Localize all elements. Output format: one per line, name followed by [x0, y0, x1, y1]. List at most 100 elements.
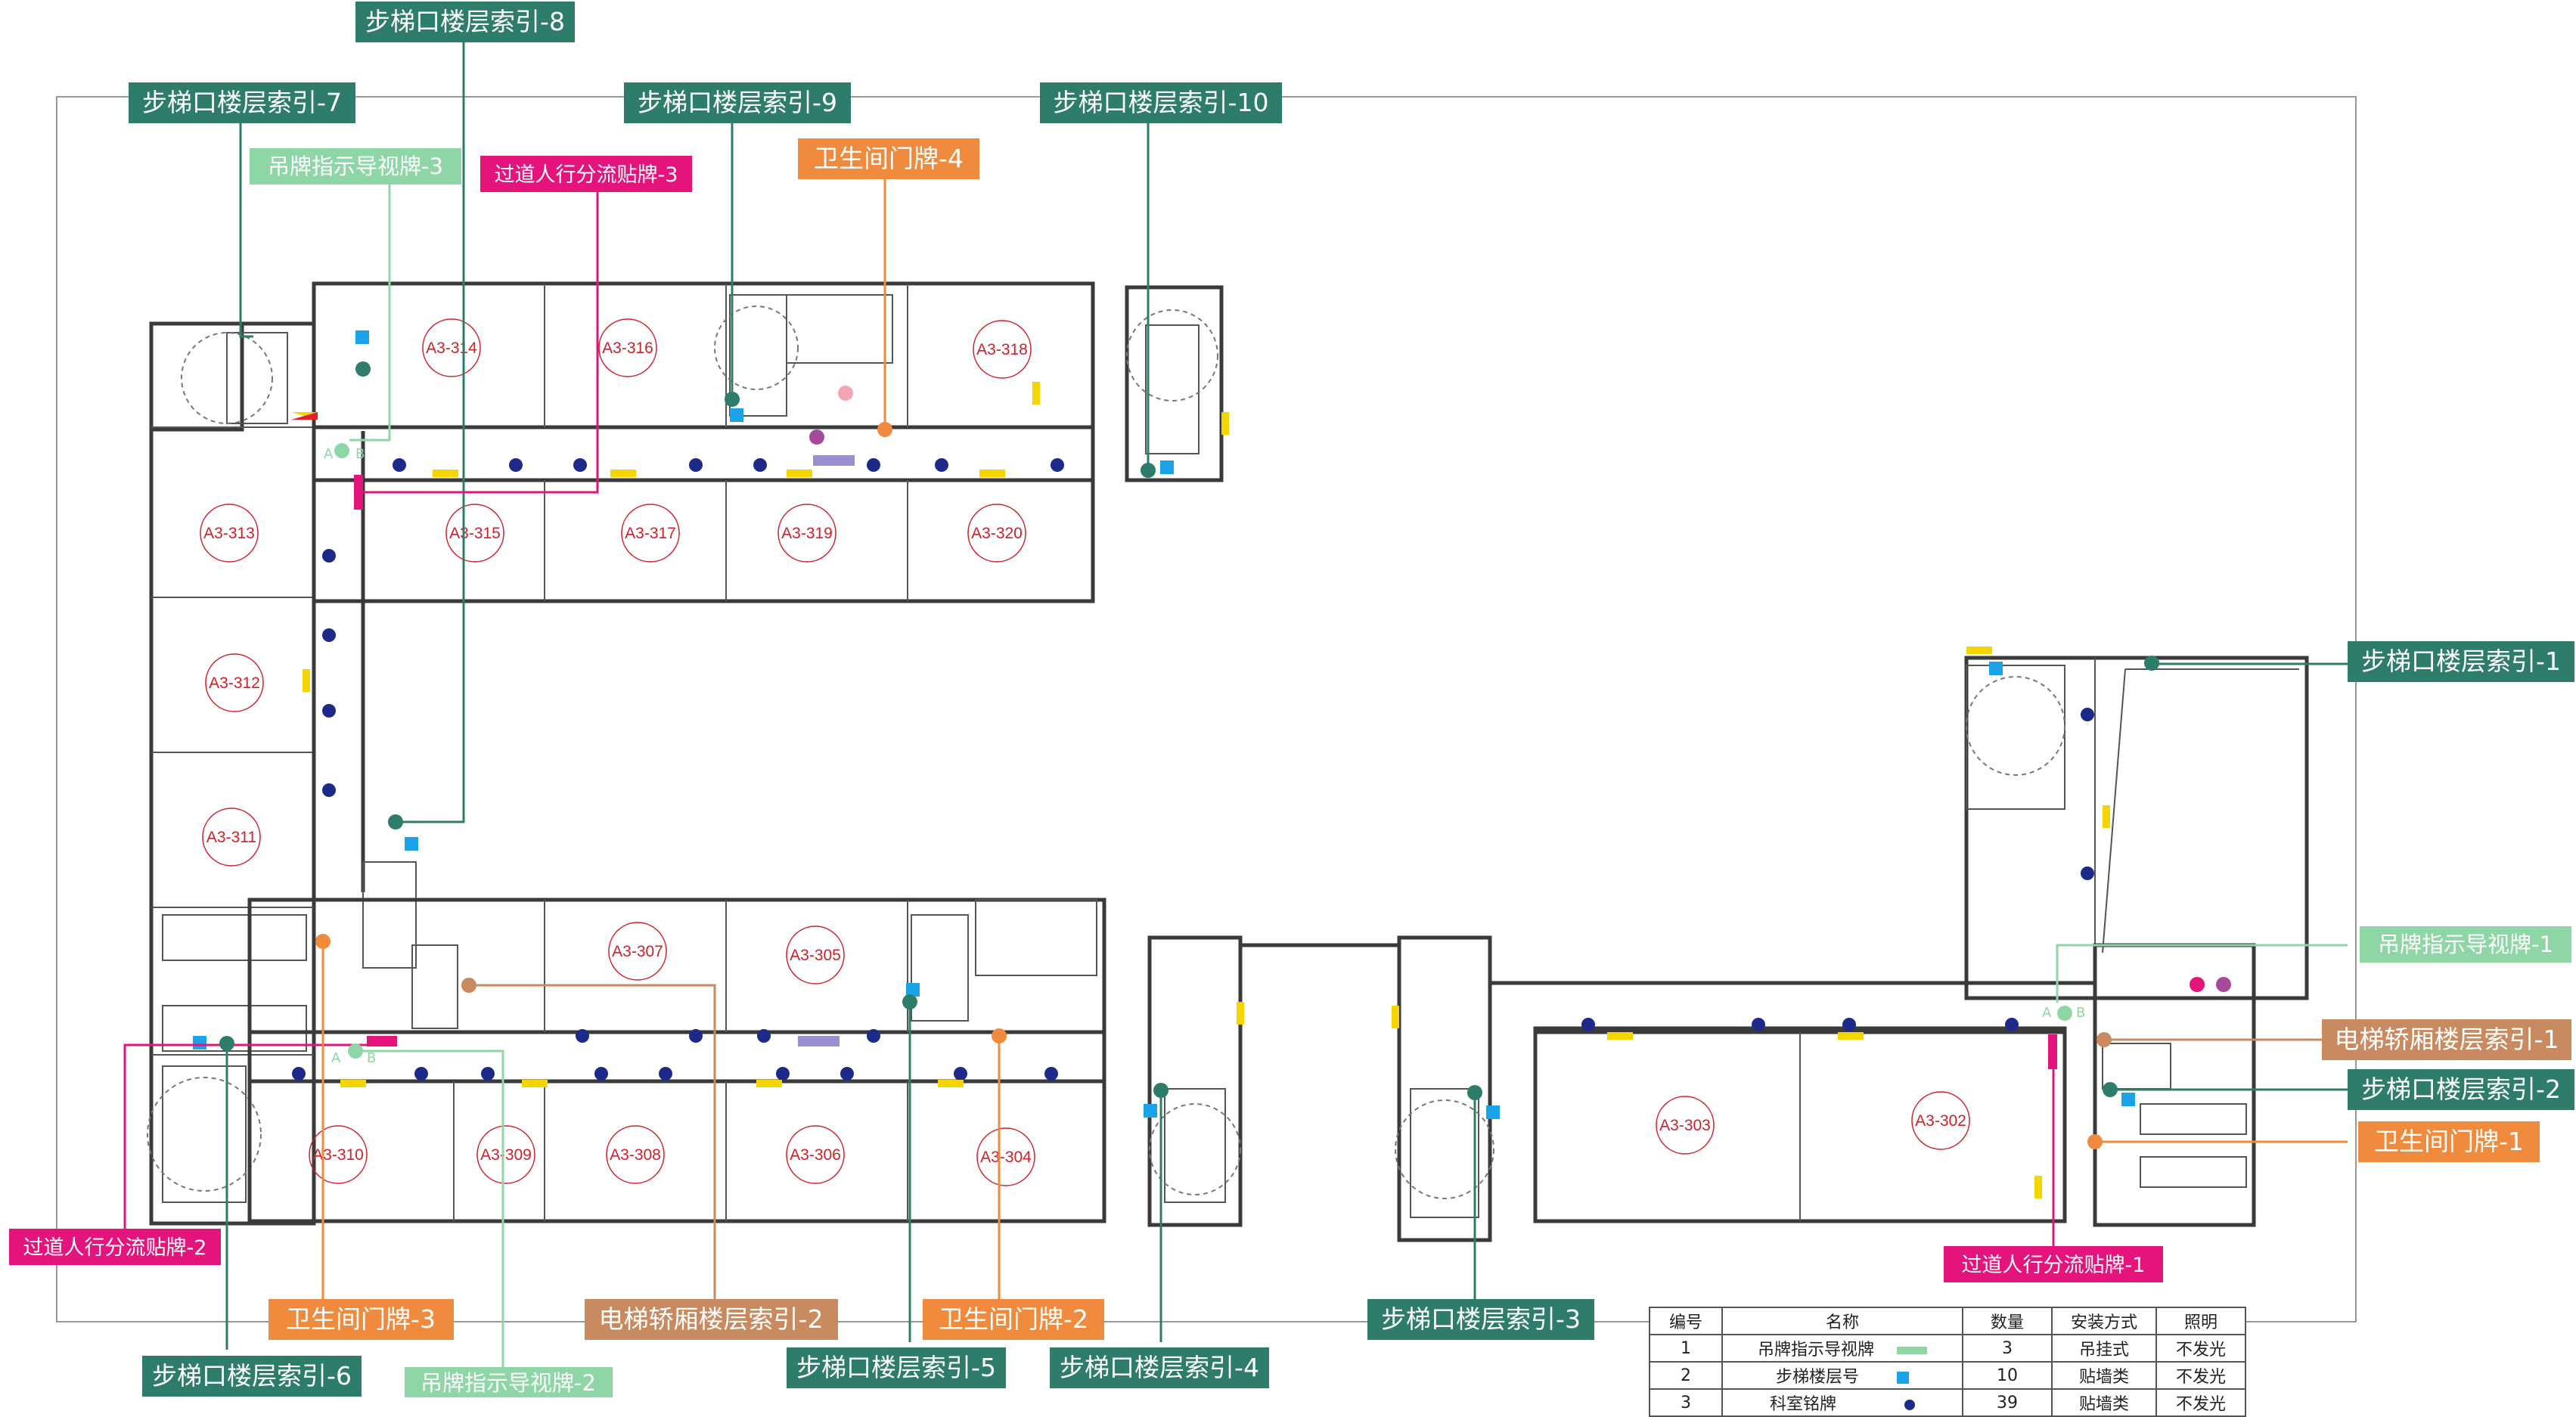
- svg-text:B: B: [367, 1050, 376, 1066]
- legend-name-cell: 吊牌指示导视牌: [1721, 1334, 1963, 1363]
- room-a3-313: A3-313: [200, 504, 259, 563]
- legend-no: 3: [1649, 1388, 1723, 1417]
- right-wing: [1147, 656, 2309, 1242]
- svg-text:A3-313: A3-313: [203, 525, 255, 542]
- svg-text:吊牌指示导视牌-1: 吊牌指示导视牌-1: [2378, 932, 2553, 957]
- svg-text:卫生间门牌-4: 卫生间门牌-4: [814, 144, 964, 173]
- svg-text:步梯口楼层索引-2: 步梯口楼层索引-2: [2361, 1074, 2561, 1104]
- tag-stair-6: 步梯口楼层索引-6: [142, 1356, 362, 1397]
- room-a3-308: A3-308: [606, 1125, 665, 1184]
- legend-name-cell: 科室铭牌: [1721, 1388, 1963, 1417]
- svg-text:A3-312: A3-312: [209, 674, 260, 692]
- tag-stair-8: 步梯口楼层索引-8: [355, 2, 575, 42]
- tag-stair-9: 步梯口楼层索引-9: [624, 82, 851, 123]
- room-a3-310: A3-310: [309, 1125, 368, 1184]
- svg-text:A3-314: A3-314: [426, 340, 477, 357]
- room-a3-311: A3-311: [202, 808, 261, 867]
- svg-text:A: A: [324, 446, 334, 462]
- svg-text:步梯口楼层索引-10: 步梯口楼层索引-10: [1054, 88, 1269, 117]
- svg-text:A3-318: A3-318: [976, 341, 1028, 358]
- room-a3-302: A3-302: [1911, 1091, 1970, 1150]
- legend-header-mount: 安装方式: [2051, 1307, 2157, 1335]
- room-a3-312: A3-312: [205, 653, 264, 712]
- hazard-marks: [291, 382, 2110, 1198]
- svg-text:A3-309: A3-309: [480, 1146, 532, 1164]
- tag-hang-1: 吊牌指示导视牌-1: [2360, 926, 2571, 963]
- room-a3-315: A3-315: [445, 504, 504, 563]
- room-a3-318: A3-318: [973, 320, 1032, 379]
- svg-text:卫生间门牌-2: 卫生间门牌-2: [939, 1304, 1088, 1334]
- svg-text:步梯口楼层索引-3: 步梯口楼层索引-3: [1381, 1304, 1581, 1334]
- legend-header-qty: 数量: [1962, 1307, 2053, 1335]
- top-wing: [312, 281, 1224, 603]
- corridor-mark: [813, 455, 855, 466]
- legend-qty: 39: [1962, 1388, 2053, 1417]
- stair-number-squares: [193, 330, 2135, 1119]
- tag-hang-3: 吊牌指示导视牌-3: [250, 148, 461, 184]
- left-wing: [147, 321, 417, 1226]
- leader-endpoints: [219, 361, 2231, 1149]
- tag-stair-2: 步梯口楼层索引-2: [2348, 1069, 2574, 1110]
- tag-toilet-3: 卫生间门牌-3: [268, 1299, 454, 1340]
- svg-text:A3-320: A3-320: [971, 525, 1023, 542]
- legend-row: 2 步梯楼层号 10 贴墙类 不发光: [1649, 1361, 2246, 1390]
- svg-text:A3-306: A3-306: [790, 1146, 841, 1164]
- room-a3-314: A3-314: [422, 318, 481, 377]
- room-a3-303: A3-303: [1656, 1096, 1715, 1155]
- svg-text:卫生间门牌-1: 卫生间门牌-1: [2374, 1127, 2524, 1156]
- blue-square-icon: [1897, 1372, 1909, 1384]
- legend-light: 不发光: [2155, 1361, 2246, 1390]
- legend-qty: 3: [1962, 1334, 2053, 1363]
- legend-mount: 吊挂式: [2051, 1334, 2157, 1363]
- svg-text:B: B: [2076, 1005, 2085, 1021]
- legend-mount: 贴墙类: [2051, 1361, 2157, 1390]
- tag-labels: 步梯口楼层索引-8 步梯口楼层索引-7 步梯口楼层索引-9 步梯口楼层索引-10…: [9, 2, 2574, 1397]
- svg-text:步梯口楼层索引-7: 步梯口楼层索引-7: [142, 88, 342, 117]
- navy-dot-icon: [1904, 1400, 1915, 1410]
- svg-text:A: A: [2042, 1005, 2052, 1021]
- svg-text:A3-304: A3-304: [980, 1149, 1032, 1166]
- legend-row: 1 吊牌指示导视牌 3 吊挂式 不发光: [1649, 1334, 2246, 1363]
- legend-header-light: 照明: [2155, 1307, 2246, 1335]
- tag-stair-7: 步梯口楼层索引-7: [129, 82, 355, 123]
- legend-mount: 贴墙类: [2051, 1388, 2157, 1417]
- tag-hang-2: 吊牌指示导视牌-2: [405, 1367, 613, 1397]
- legend-name-cell: 步梯楼层号: [1721, 1361, 1963, 1390]
- svg-text:B: B: [355, 446, 365, 462]
- room-labels: A3-314 A3-316 A3-318 A3-313 A3-315 A3-31…: [200, 318, 1970, 1186]
- tag-stair-4: 步梯口楼层索引-4: [1050, 1347, 1269, 1388]
- room-a3-320: A3-320: [967, 504, 1026, 563]
- svg-text:A3-310: A3-310: [312, 1146, 364, 1164]
- legend-name: 科室铭牌: [1769, 1395, 1836, 1414]
- svg-text:A: A: [331, 1050, 341, 1066]
- svg-text:步梯口楼层索引-6: 步梯口楼层索引-6: [152, 1361, 352, 1391]
- svg-text:A3-305: A3-305: [790, 947, 841, 964]
- legend-header-no: 编号: [1649, 1307, 1723, 1335]
- svg-text:A3-311: A3-311: [206, 829, 256, 846]
- svg-text:A3-319: A3-319: [781, 525, 833, 542]
- tag-toilet-1: 卫生间门牌-1: [2358, 1121, 2540, 1162]
- tag-pass-3: 过道人行分流贴牌-3: [480, 156, 692, 192]
- drawing-frame: [56, 96, 2357, 1322]
- legend-name: 步梯楼层号: [1775, 1368, 1859, 1387]
- legend-table: 编号 名称 数量 安装方式 照明 1 吊牌指示导视牌 3 吊挂式 不发光 2 步…: [1649, 1307, 2246, 1417]
- legend-light: 不发光: [2155, 1334, 2246, 1363]
- room-a3-307: A3-307: [608, 922, 667, 981]
- svg-text:吊牌指示导视牌-2: 吊牌指示导视牌-2: [421, 1370, 596, 1396]
- svg-text:A3-307: A3-307: [612, 943, 663, 960]
- svg-text:步梯口楼层索引-1: 步梯口楼层索引-1: [2361, 646, 2561, 676]
- svg-text:步梯口楼层索引-8: 步梯口楼层索引-8: [365, 7, 565, 36]
- svg-text:电梯轿厢楼层索引-2: 电梯轿厢楼层索引-2: [599, 1304, 824, 1334]
- svg-text:过道人行分流贴牌-1: 过道人行分流贴牌-1: [1962, 1254, 2146, 1277]
- svg-text:A3-315: A3-315: [449, 525, 501, 542]
- corridor-mark: [798, 1036, 840, 1046]
- legend-header-name: 名称: [1721, 1307, 1963, 1335]
- room-a3-317: A3-317: [621, 504, 680, 563]
- svg-text:A3-302: A3-302: [1915, 1112, 1966, 1130]
- svg-text:过道人行分流贴牌-3: 过道人行分流贴牌-3: [495, 163, 678, 187]
- tag-elev-2: 电梯轿厢楼层索引-2: [585, 1299, 838, 1340]
- svg-text:A3-317: A3-317: [625, 525, 676, 542]
- tag-stair-5: 步梯口楼层索引-5: [787, 1347, 1006, 1388]
- tag-pass-2: 过道人行分流贴牌-2: [9, 1229, 221, 1265]
